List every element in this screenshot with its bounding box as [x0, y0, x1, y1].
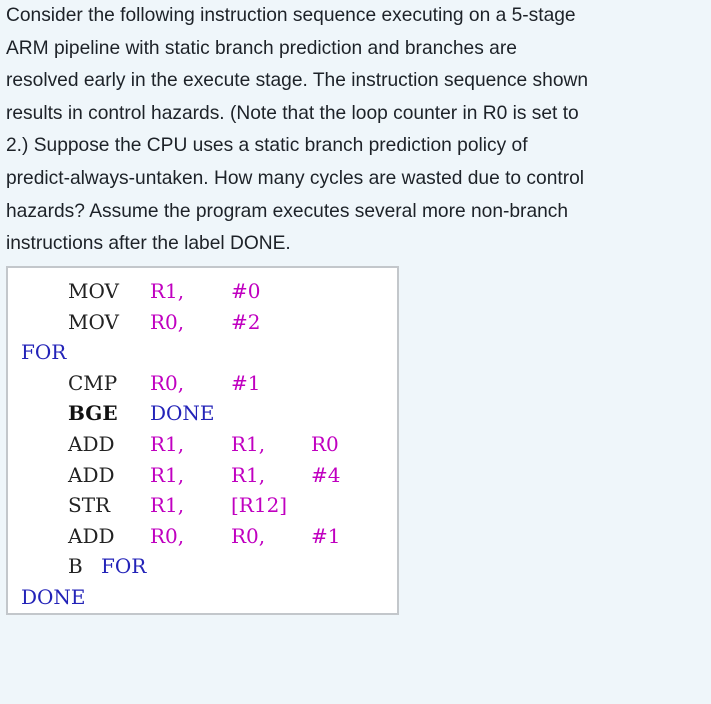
operand: DONE	[150, 401, 215, 426]
code-line-str: STR R1, [R12]	[8, 490, 397, 521]
operand: R1,	[150, 431, 185, 456]
operand: R0,	[150, 309, 185, 334]
operand: R1,	[231, 431, 266, 456]
code-line-add-r1-4: ADD R1, R1, #4	[8, 460, 397, 491]
operand: #1	[231, 370, 261, 395]
code-label-for: FOR	[8, 337, 397, 368]
operand: FOR	[101, 554, 147, 579]
question-line-8: instructions after the label DONE.	[6, 233, 291, 255]
operand: R1,	[150, 493, 185, 518]
code-line-add-r0-1: ADD R0, R0, #1	[8, 521, 397, 552]
label-text: FOR	[21, 340, 67, 365]
operand: R0,	[150, 370, 185, 395]
opcode: ADD	[68, 523, 115, 548]
operand: #4	[311, 462, 341, 487]
operand: #0	[231, 279, 261, 303]
operand: R0	[311, 431, 339, 456]
opcode: MOV	[68, 279, 119, 303]
operand: R1,	[150, 462, 185, 487]
code-label-done: DONE	[8, 582, 397, 613]
operand: R1,	[231, 462, 266, 487]
opcode: B	[68, 554, 83, 579]
opcode: ADD	[68, 431, 115, 456]
question-line-6: predict-always-untaken. How many cycles …	[6, 167, 585, 189]
question-line-4: results in control hazards. (Note that t…	[6, 102, 579, 124]
code-line-mov-r1: MOV R1, #0	[8, 276, 397, 307]
code-line-mov-r0: MOV R0, #2	[8, 307, 397, 338]
code-line-add-r1-r0: ADD R1, R1, R0	[8, 429, 397, 460]
opcode: BGE	[68, 401, 118, 426]
opcode: ADD	[68, 462, 115, 487]
question-text: Consider the following instruction seque…	[6, 0, 706, 261]
operand: [R12]	[231, 493, 288, 518]
code-line-cmp: CMP R0, #1	[8, 368, 397, 399]
question-line-5: 2.) Suppose the CPU uses a static branch…	[6, 135, 528, 157]
question-line-3: resolved early in the execute stage. The…	[6, 70, 589, 92]
operand: R0,	[231, 523, 266, 548]
question-line-1: Consider the following instruction seque…	[6, 5, 576, 26]
operand: #2	[231, 309, 261, 334]
operand: #1	[311, 523, 341, 548]
code-line-b-for: B FOR	[8, 551, 397, 582]
code-line-bge: BGE DONE	[8, 398, 397, 429]
question-line-2: ARM pipeline with static branch predicti…	[6, 37, 517, 59]
code-listing: MOV R1, #0 MOV R0, #2 FOR CMP R0, #1 BGE…	[6, 266, 399, 615]
label-text: DONE	[21, 584, 86, 609]
opcode: MOV	[68, 309, 119, 334]
opcode: STR	[68, 493, 111, 518]
opcode: CMP	[68, 370, 118, 395]
operand: R0,	[150, 523, 185, 548]
question-line-7: hazards? Assume the program executes sev…	[6, 200, 569, 222]
operand: R1,	[150, 279, 185, 303]
